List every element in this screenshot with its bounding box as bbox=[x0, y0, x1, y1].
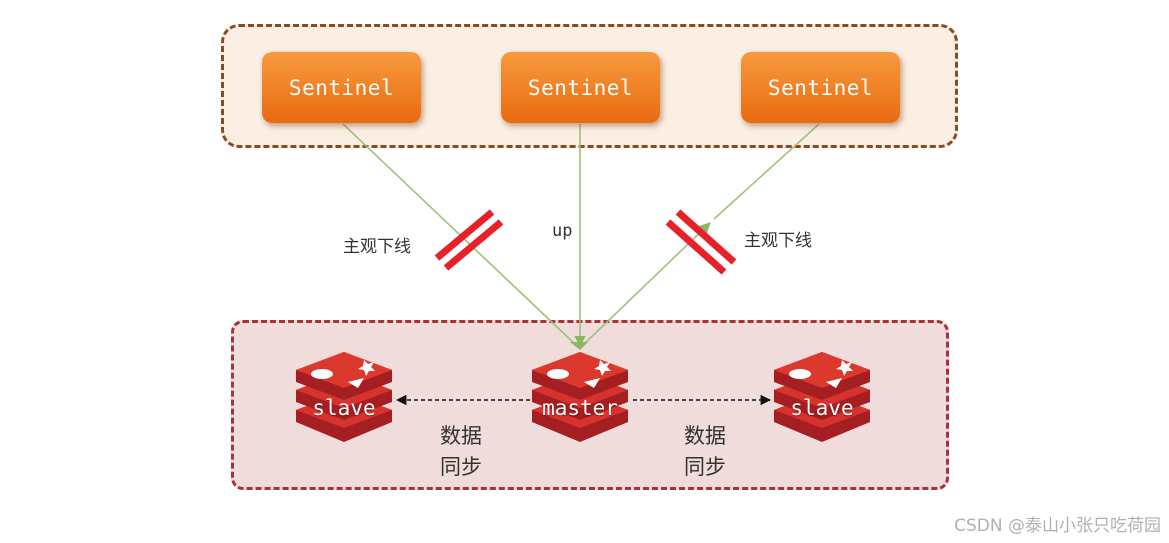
sentinel-box-right: Sentinel bbox=[741, 52, 900, 123]
redis-logo-icon bbox=[774, 352, 870, 442]
right-cut-mark-icon bbox=[665, 209, 737, 275]
master-node: master bbox=[528, 352, 632, 444]
link-label-left: 主观下线 bbox=[343, 237, 411, 257]
link-right-sentinel-upper bbox=[713, 123, 820, 220]
sync-label-right: 数据 同步 bbox=[675, 421, 735, 483]
right-slave-node: slave bbox=[770, 352, 874, 444]
sentinel-label: Sentinel bbox=[288, 75, 395, 100]
redis-logo-icon bbox=[532, 352, 628, 442]
sentinel-label: Sentinel bbox=[527, 75, 634, 100]
link-label-middle: up bbox=[552, 221, 573, 241]
left-slave-node: slave bbox=[292, 352, 396, 444]
sentinel-box-left: Sentinel bbox=[262, 52, 421, 123]
sentinel-box-middle: Sentinel bbox=[501, 52, 660, 123]
sync-label-line: 数据 bbox=[684, 424, 726, 448]
sync-label-line: 同步 bbox=[684, 455, 726, 479]
node-label: slave bbox=[790, 396, 854, 420]
left-cut-mark-icon bbox=[434, 209, 504, 271]
sync-label-left: 数据 同步 bbox=[431, 421, 491, 483]
redis-logo-icon bbox=[296, 352, 392, 442]
sync-label-line: 数据 bbox=[440, 424, 482, 448]
watermark: CSDN @泰山小张只吃荷园 bbox=[954, 516, 1161, 536]
sync-label-line: 同步 bbox=[440, 455, 482, 479]
node-label: master bbox=[542, 396, 618, 420]
link-label-right: 主观下线 bbox=[744, 231, 812, 251]
node-label: slave bbox=[312, 396, 376, 420]
master-arrowhead bbox=[570, 342, 588, 350]
sentinel-label: Sentinel bbox=[767, 75, 874, 100]
